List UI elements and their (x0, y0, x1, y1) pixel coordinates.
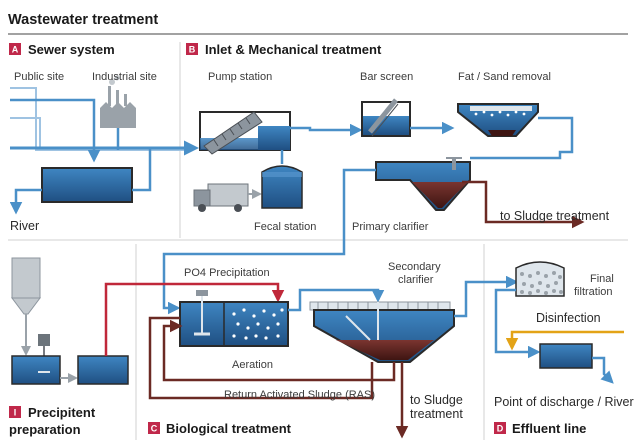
pipe-public-2 (10, 98, 101, 163)
section-i-badge (9, 406, 21, 418)
final-filtration-tank (515, 261, 565, 297)
po4-label: PO4 Precipitation (184, 267, 270, 279)
primary-clarifier-label: Primary clarifier (352, 221, 429, 233)
pipe-to-river (9, 188, 42, 215)
storage-tank (77, 355, 129, 385)
section-b-title: Inlet & Mechanical treatment (205, 42, 382, 57)
section-d-title: Effluent line (512, 421, 586, 436)
section-c-title: Biological treatment (166, 421, 292, 436)
to-sludge-label-2: treatment (410, 407, 463, 421)
factory-icon (100, 75, 136, 128)
fat-sand-label: Fat / Sand removal (458, 71, 551, 83)
precipitent-preparation (11, 257, 285, 385)
final-filtration-label-2: filtration (574, 286, 613, 298)
aeration-tank (179, 290, 289, 347)
biological-treatment: PO4 Precipitation Aeration Secondary cl (148, 261, 519, 439)
pipe-public-3 (10, 117, 41, 148)
pipe-ras (162, 319, 396, 382)
point-of-discharge-label: Point of discharge / River (494, 395, 634, 409)
section-c-badge-text: C (151, 424, 158, 434)
section-b-header: B Inlet & Mechanical treatment (186, 42, 382, 57)
section-i-header: I Precipitent preparation (9, 405, 96, 437)
pipe-filtration-to-disinfection (494, 288, 541, 359)
pipe-primary-sludge (462, 180, 585, 229)
pipe-disinfectant (505, 330, 624, 351)
aeration-label: Aeration (232, 359, 273, 371)
pipe-ras-outer (148, 316, 374, 400)
ras-label: Return Activated Sludge (RAS) (224, 389, 375, 401)
effluent-line: Final filtration Disinfection Point of d… (494, 261, 634, 409)
section-b-badge (186, 43, 198, 55)
section-c-header: C Biological treatment (148, 421, 292, 436)
public-site-label: Public site (14, 71, 64, 83)
section-d-badge (494, 422, 506, 434)
section-b-badge-text: B (189, 45, 196, 55)
section-a-badge-text: A (12, 45, 19, 55)
section-c-badge (148, 422, 160, 434)
pipe-to-tank (132, 148, 152, 192)
pipe-precipitant (104, 282, 285, 356)
section-a-header: A Sewer system (9, 42, 115, 57)
dosing-motor (38, 334, 50, 346)
pump-station (199, 111, 291, 155)
disinfection-tank (539, 343, 593, 369)
mixing-tank (11, 355, 61, 385)
river-label: River (10, 219, 39, 233)
final-filtration-label-1: Final (590, 273, 614, 285)
pipe-fat-to-primary-a (470, 116, 574, 160)
page-title: Wastewater treatment (8, 12, 158, 28)
storm-tank (41, 167, 133, 203)
section-d-badge-text: D (497, 424, 504, 434)
pipe-primary-to-aeration (162, 168, 376, 315)
section-a-badge (9, 43, 21, 55)
section-a-title: Sewer system (28, 42, 115, 57)
secondary-clarifier-label-2: clarifier (398, 274, 434, 286)
primary-clarifier (375, 157, 471, 211)
section-i-title-line1: Precipitent (28, 405, 96, 420)
fat-sand-removal-tank (457, 103, 539, 137)
disinfection-label: Disinfection (536, 311, 601, 325)
pipe-secondary-to-filtration (454, 275, 519, 318)
section-i-badge-text: I (14, 408, 17, 418)
to-sludge-label-1: to Sludge (410, 393, 463, 407)
section-d-header: D Effluent line (494, 421, 586, 436)
pipe-pump-to-screen (290, 123, 363, 137)
pipe-to-discharge (592, 356, 614, 384)
secondary-clarifier (309, 301, 455, 363)
bar-screen (361, 98, 411, 137)
sewer-system: Public site Industrial site River (9, 71, 199, 233)
inlet-mechanical: Pump station Bar screen Fat / Sand (193, 71, 610, 233)
industrial-site-label: Industrial site (92, 71, 157, 83)
to-sludge-treatment-label: to Sludge treatment (500, 209, 610, 223)
secondary-clarifier-label-1: Secondary (388, 261, 441, 273)
pipe-aeration-to-secondary (288, 288, 385, 312)
bar-screen-label: Bar screen (360, 71, 413, 83)
truck-icon (193, 183, 249, 212)
fecal-station (261, 165, 303, 209)
section-i-title-line2: preparation (9, 422, 81, 437)
pump-station-label: Pump station (208, 71, 272, 83)
silo-icon (11, 257, 41, 315)
fecal-station-label: Fecal station (254, 221, 316, 233)
